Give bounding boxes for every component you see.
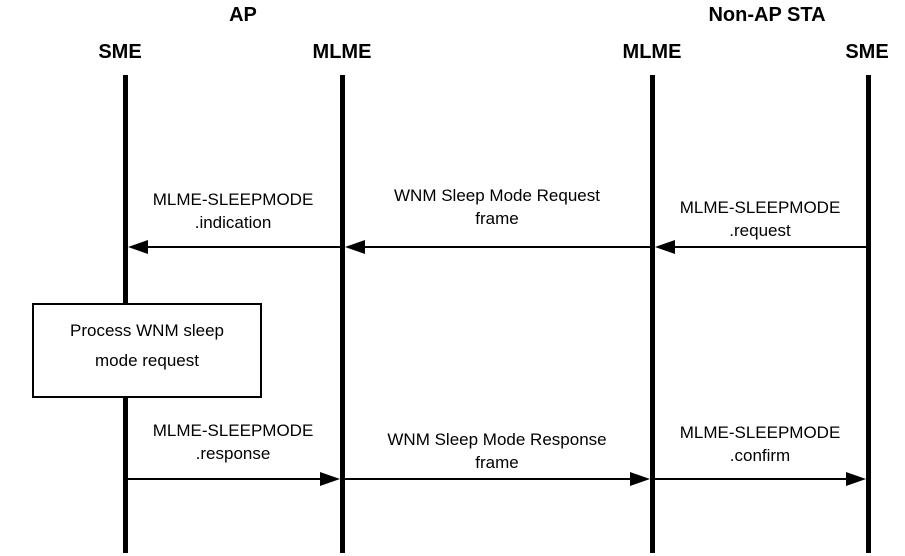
process-box-line2: mode request [95, 350, 199, 370]
arrow-sleepmode-indication [128, 240, 340, 254]
arrow-shaft [344, 478, 634, 480]
arrowhead-right-icon [845, 472, 866, 486]
message-label-sleepmode-response: MLME-SLEEPMODE .response [93, 419, 373, 465]
group-title-ap: AP [229, 4, 257, 26]
arrow-shaft [654, 478, 850, 480]
arrowhead-right-icon [629, 472, 650, 486]
message-label-wnm-sleep-mode-response-frame: WNM Sleep Mode Response frame [357, 428, 637, 474]
arrow-shaft [128, 478, 324, 480]
message-label-sleepmode-request: MLME-SLEEPMODE .request [620, 196, 900, 242]
arrow-shaft [144, 246, 340, 248]
process-box: Process WNM sleep mode request [32, 303, 262, 398]
arrowhead-left-icon [128, 240, 148, 254]
message-line2: .indication [194, 213, 272, 232]
message-line2: frame [475, 453, 519, 472]
group-title-non-ap-sta: Non-AP STA [708, 4, 826, 26]
message-line1: WNM Sleep Mode Request [394, 186, 600, 205]
message-line1: MLME-SLEEPMODE [679, 198, 841, 217]
message-line2: .confirm [729, 446, 791, 465]
message-line2: .request [729, 221, 791, 240]
lifeline-label-nonap-mlme: MLME [622, 41, 682, 63]
message-label-sleepmode-indication: MLME-SLEEPMODE .indication [93, 188, 373, 234]
lifeline-label-ap-mlme: MLME [312, 41, 372, 63]
arrow-sleepmode-confirm [654, 472, 866, 486]
lifeline-nonap-sme [865, 75, 871, 553]
message-label-wnm-sleep-mode-request-frame: WNM Sleep Mode Request frame [357, 184, 637, 230]
lifeline-ap-mlme [339, 75, 345, 553]
message-label-sleepmode-confirm: MLME-SLEEPMODE .confirm [620, 421, 900, 467]
arrowhead-left-icon [344, 240, 365, 254]
arrow-wnm-sleep-mode-response-frame [344, 472, 650, 486]
lifeline-label-ap-sme: SME [98, 41, 142, 63]
arrow-shaft [360, 246, 650, 248]
message-line1: MLME-SLEEPMODE [152, 190, 314, 209]
arrow-sleepmode-request [654, 240, 866, 254]
arrowhead-left-icon [654, 240, 675, 254]
message-line2: .response [195, 444, 271, 463]
lifeline-nonap-mlme [649, 75, 655, 553]
arrow-sleepmode-response [128, 472, 340, 486]
arrow-shaft [670, 246, 866, 248]
message-line1: MLME-SLEEPMODE [152, 421, 314, 440]
lifeline-label-nonap-sme: SME [845, 41, 889, 63]
process-box-line1: Process WNM sleep [70, 320, 224, 340]
message-line1: WNM Sleep Mode Response [387, 430, 607, 449]
message-line1: MLME-SLEEPMODE [679, 423, 841, 442]
arrowhead-right-icon [320, 472, 340, 486]
message-line2: frame [475, 209, 519, 228]
arrow-wnm-sleep-mode-request-frame [344, 240, 650, 254]
